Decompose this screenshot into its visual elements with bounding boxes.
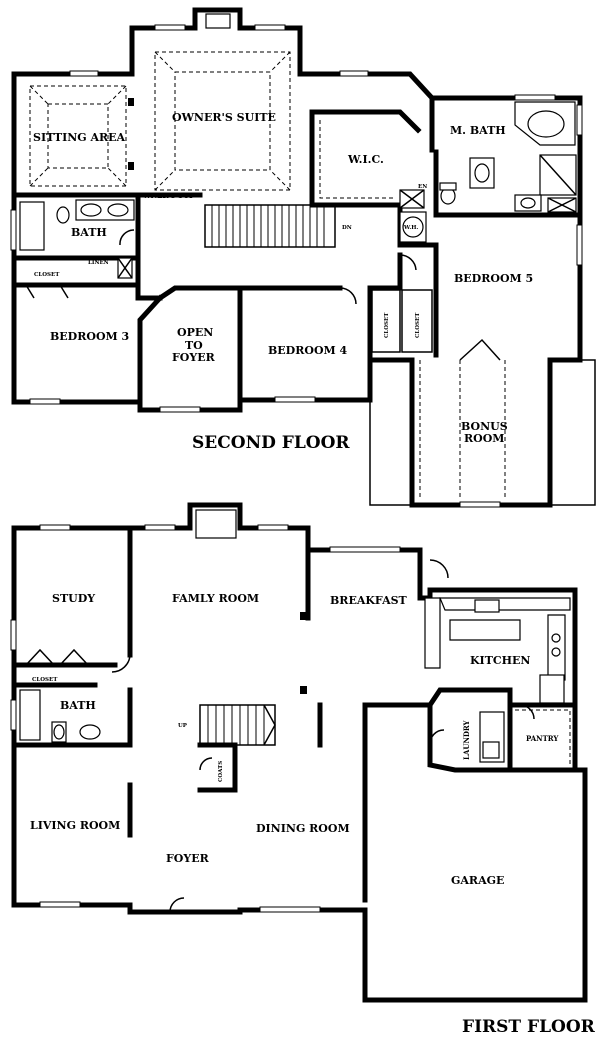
- up-label: UP: [178, 723, 187, 729]
- closet-vertical-2: CLOSET: [415, 312, 421, 338]
- bonus-room-line1: BONUS: [461, 420, 508, 433]
- first-floor-stair: [199, 704, 276, 746]
- open-to-foyer-line2: TO: [185, 339, 203, 352]
- dining-room-label: DINING ROOM: [256, 822, 350, 835]
- open-to-foyer-line3: FOYER: [172, 351, 216, 364]
- sitting-area-label: SITTING AREA: [33, 131, 126, 144]
- study-label: STUDY: [52, 592, 95, 605]
- owners-suite-label: OWNER'S SUITE: [172, 111, 276, 124]
- coats-label: COATS: [218, 761, 224, 782]
- closet-vertical-1: CLOSET: [384, 312, 390, 338]
- wh-label: W.H.: [403, 225, 418, 231]
- second-floor-stair: [204, 204, 336, 248]
- second-floor-title: SECOND FLOOR: [192, 433, 350, 453]
- second-floor-plan: [10, 7, 596, 508]
- garage-label: GARAGE: [451, 874, 504, 887]
- family-room-label: FAMLY ROOM: [172, 592, 259, 605]
- owners-suite-fragment-label: WNER'S SUI: [142, 191, 192, 200]
- dn-label: DN: [342, 225, 352, 231]
- bedroom-3-label: BEDROOM 3: [50, 330, 129, 343]
- en-label: EN: [418, 184, 427, 190]
- pantry-label: PANTRY: [526, 734, 559, 743]
- bedroom-5-label: BEDROOM 5: [454, 272, 533, 285]
- bonus-room-line2: ROOM: [464, 432, 504, 445]
- first-floor-plan: [10, 502, 588, 1003]
- bedroom-4-label: BEDROOM 4: [268, 344, 348, 357]
- m-bath-label: M. BATH: [450, 124, 506, 137]
- wic-label: W.I.C.: [347, 153, 384, 166]
- breakfast-label: BREAKFAST: [330, 594, 408, 607]
- closet-label: CLOSET: [34, 272, 60, 278]
- linen-label: LINEN: [88, 260, 109, 266]
- open-to-foyer-line1: OPEN: [177, 326, 213, 339]
- closet-label-first: CLOSET: [32, 677, 58, 683]
- bath-label: BATH: [71, 226, 107, 239]
- living-room-label: LIVING ROOM: [30, 819, 120, 832]
- laundry-label: LAUNDRY: [462, 719, 471, 760]
- first-floor-title: FIRST FLOOR: [462, 1017, 596, 1037]
- kitchen-label: KITCHEN: [470, 654, 530, 667]
- bath-label-first: BATH: [60, 699, 96, 712]
- foyer-label: FOYER: [166, 852, 210, 865]
